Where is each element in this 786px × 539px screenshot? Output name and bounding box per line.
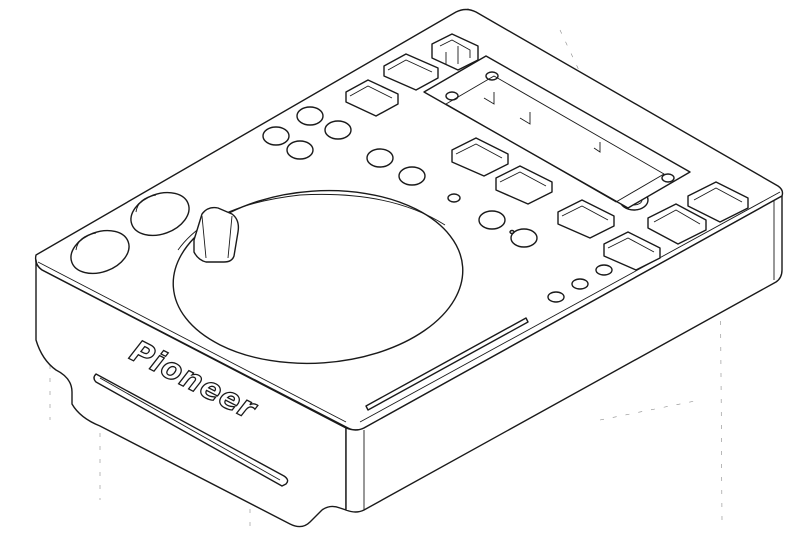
top-plate-edge <box>37 191 781 423</box>
disc-slot <box>93 373 289 487</box>
top-connector <box>431 33 479 71</box>
left-round-recesses <box>70 191 190 275</box>
display-window <box>423 55 691 209</box>
jog-wheel <box>172 189 464 365</box>
square-buttons <box>345 53 749 271</box>
right-panel <box>345 195 783 513</box>
top-groove <box>365 317 529 411</box>
